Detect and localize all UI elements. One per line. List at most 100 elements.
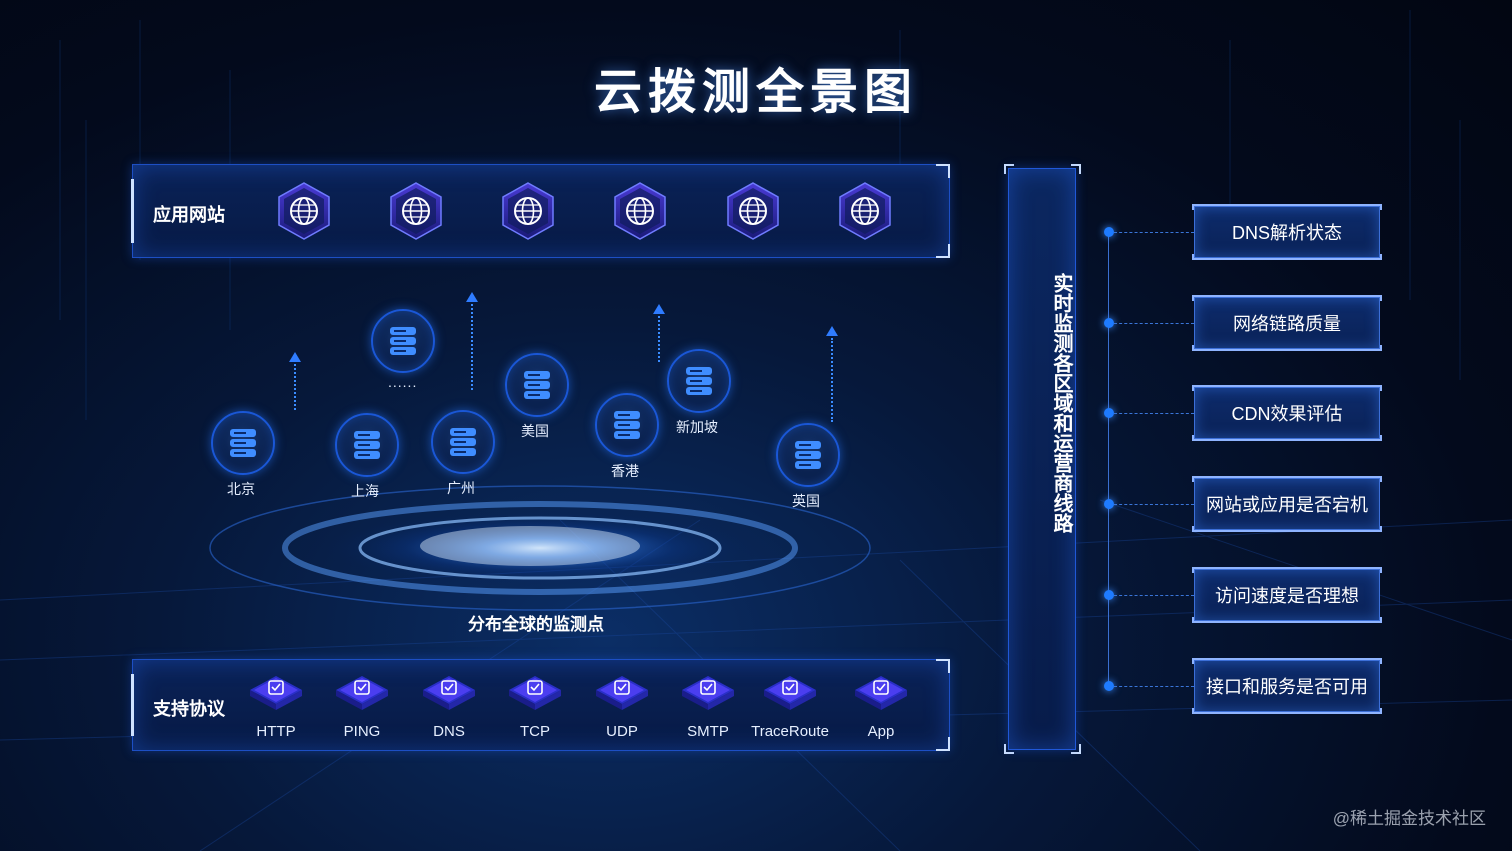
- check-icon: [336, 676, 388, 710]
- corner-decoration: [936, 659, 950, 673]
- status-connector-line: [1108, 232, 1109, 686]
- connector-dash: [1114, 595, 1194, 596]
- bullet-dot: [1104, 318, 1114, 328]
- protocol-item: UDP: [582, 672, 662, 740]
- globe-icon: [725, 181, 781, 241]
- protocol-label: TraceRoute: [751, 723, 829, 740]
- protocol-item: DNS: [409, 672, 489, 740]
- globe-label: 分布全球的监测点: [468, 615, 604, 634]
- protocols-label: 支持协议: [153, 699, 225, 719]
- node-circle: [505, 353, 569, 417]
- status-label: DNS解析状态: [1192, 204, 1382, 260]
- corner-decoration: [936, 164, 950, 178]
- status-label: 访问速度是否理想: [1192, 567, 1382, 623]
- check-icon: [250, 676, 302, 710]
- connector-dash: [1114, 686, 1194, 687]
- connector-dash: [1114, 232, 1194, 233]
- bullet-dot: [1104, 681, 1114, 691]
- protocol-item: TCP: [495, 672, 575, 740]
- monitoring-node[interactable]: 英国: [776, 423, 840, 509]
- status-label: 网络链路质量: [1192, 295, 1382, 351]
- status-label: CDN效果评估: [1192, 385, 1382, 441]
- protocol-label: SMTP: [687, 723, 729, 740]
- bullet-dot: [1104, 499, 1114, 509]
- node-label: 美国: [521, 423, 549, 439]
- protocol-item: App: [841, 672, 921, 740]
- upload-arrow: [294, 364, 298, 410]
- monitoring-node[interactable]: [371, 309, 435, 373]
- server-icon: [795, 441, 821, 469]
- node-label: 新加坡: [676, 419, 718, 435]
- status-label: 接口和服务是否可用: [1192, 658, 1382, 714]
- node-circle: [335, 413, 399, 477]
- monitoring-node[interactable]: 上海: [335, 413, 399, 499]
- check-icon: [509, 676, 561, 710]
- server-icon: [614, 411, 640, 439]
- check-icon: [855, 676, 907, 710]
- more-nodes-indicator: ......: [388, 374, 418, 390]
- monitoring-node[interactable]: 北京: [211, 411, 275, 497]
- protocol-item: HTTP: [236, 672, 316, 740]
- node-label: 香港: [611, 463, 639, 479]
- globe-icon: [276, 181, 332, 241]
- bullet-dot: [1104, 408, 1114, 418]
- check-icon: [423, 676, 475, 710]
- protocol-label: DNS: [433, 723, 465, 740]
- server-icon: [450, 428, 476, 456]
- bracket-decoration: [1071, 744, 1081, 754]
- node-label: 英国: [792, 493, 820, 509]
- protocol-item: TraceRoute: [750, 672, 830, 740]
- protocol-label: App: [867, 723, 895, 740]
- bullet-dot: [1104, 227, 1114, 237]
- arrow-up-icon: [466, 292, 478, 302]
- monitoring-node[interactable]: 广州: [431, 410, 495, 496]
- server-icon: [354, 431, 380, 459]
- arrow-up-icon: [289, 352, 301, 362]
- connector-dash: [1114, 323, 1194, 324]
- node-circle: [776, 423, 840, 487]
- protocol-label: PING: [343, 723, 381, 740]
- apps-label: 应用网站: [153, 205, 225, 225]
- protocol-label: TCP: [520, 723, 550, 740]
- bracket-decoration: [1004, 744, 1014, 754]
- server-icon: [390, 327, 416, 355]
- globe-icon: [388, 181, 444, 241]
- monitoring-node[interactable]: 香港: [595, 393, 659, 479]
- arrow-up-icon: [653, 304, 665, 314]
- node-label: 上海: [351, 483, 379, 499]
- bullet-dot: [1104, 590, 1114, 600]
- node-circle: [431, 410, 495, 474]
- bracket-decoration: [1071, 164, 1081, 174]
- arrow-up-icon: [826, 326, 838, 336]
- protocol-item: PING: [322, 672, 402, 740]
- monitoring-vertical-bar: 实时监测各区域和运营商线路: [1008, 168, 1076, 750]
- watermark: @稀土掘金技术社区: [1332, 809, 1486, 828]
- corner-decoration: [936, 244, 950, 258]
- server-icon: [230, 429, 256, 457]
- node-circle: [595, 393, 659, 457]
- globe-icon: [837, 181, 893, 241]
- node-circle: [211, 411, 275, 475]
- protocol-item: SMTP: [668, 672, 748, 740]
- node-circle: [371, 309, 435, 373]
- upload-arrow: [471, 304, 475, 390]
- monitoring-node[interactable]: 新加坡: [667, 349, 731, 435]
- server-icon: [524, 371, 550, 399]
- status-label: 网站或应用是否宕机: [1192, 476, 1382, 532]
- server-icon: [686, 367, 712, 395]
- node-label: 广州: [447, 480, 475, 496]
- globe-icon: [612, 181, 668, 241]
- node-circle: [667, 349, 731, 413]
- protocol-label: UDP: [606, 723, 638, 740]
- page-title: 云拨测全景图: [593, 66, 918, 119]
- connector-dash: [1114, 413, 1194, 414]
- node-label: 北京: [227, 481, 255, 497]
- monitoring-node[interactable]: 美国: [505, 353, 569, 439]
- check-icon: [596, 676, 648, 710]
- protocol-label: HTTP: [256, 723, 296, 740]
- upload-arrow: [831, 338, 835, 422]
- check-icon: [682, 676, 734, 710]
- corner-decoration: [936, 737, 950, 751]
- vertical-title: 实时监测各区域和运营商线路: [1050, 273, 1072, 533]
- check-icon: [764, 676, 816, 710]
